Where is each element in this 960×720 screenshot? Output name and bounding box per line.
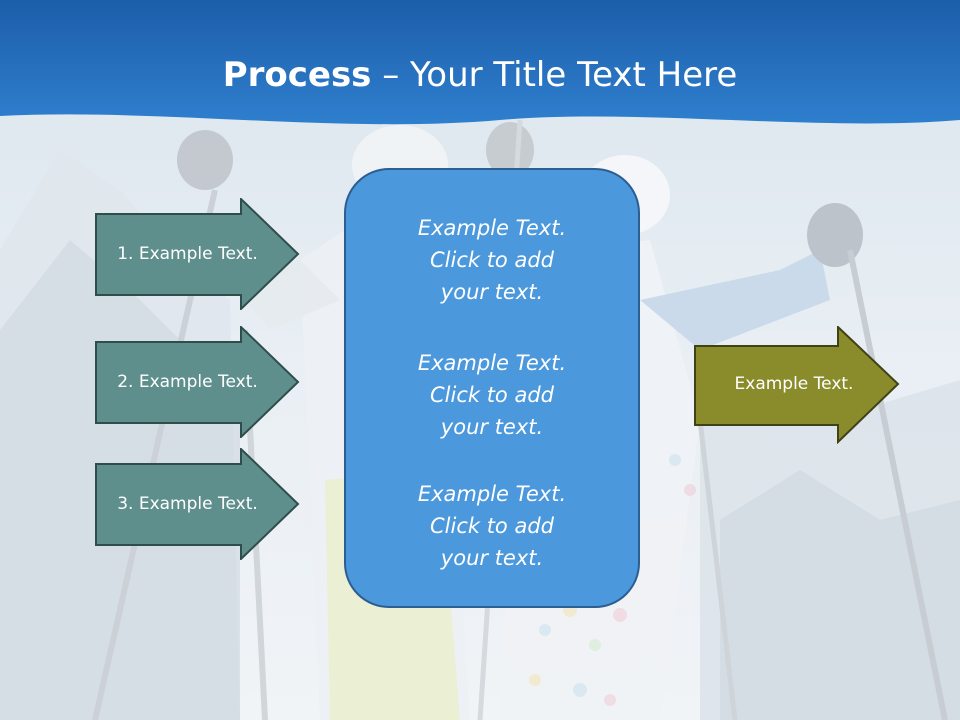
arrow-shape [694,326,900,444]
panel-line: your text. [440,546,544,570]
header-band [0,0,960,125]
skier-right-arm [640,250,830,350]
panel-line: Example Text. [417,351,567,375]
mountain-right-shadow [720,470,960,720]
title-rest: – Your Title Text Here [371,55,738,95]
glove-left [177,130,233,190]
panel-line: Click to add [429,248,554,272]
panel-shape [344,168,640,608]
panel-line: your text. [440,415,544,439]
arrow-shape [95,448,300,560]
arrow-label: 1. Example Text. [117,244,258,264]
panel-block-1: Example Text. Click to add your text. [344,212,640,308]
arrow-shape [95,326,300,438]
arrow-label: 2. Example Text. [117,372,258,392]
arrow-shape [95,198,300,310]
arrow-label: Example Text. [734,374,854,394]
panel-line: Example Text. [417,216,567,240]
left-arrow-3: 3. Example Text. [95,448,300,560]
center-text-panel: Example Text. Click to add your text. Ex… [344,168,640,608]
slide-title: Process – Your Title Text Here [0,52,960,98]
glove-center [486,122,534,178]
ski-pole-5 [697,419,738,720]
ski-pole-4 [847,249,948,720]
title-bold: Process [222,55,372,95]
right-arrow: Example Text. [694,326,900,444]
left-arrow-2: 2. Example Text. [95,326,300,438]
panel-block-2: Example Text. Click to add your text. [344,347,640,443]
left-arrow-1: 1. Example Text. [95,198,300,310]
panel-line: your text. [440,280,544,304]
panel-line: Example Text. [417,482,567,506]
panel-line: Click to add [429,514,554,538]
panel-block-3: Example Text. Click to add your text. [344,478,640,574]
arrow-label: 3. Example Text. [117,494,258,514]
panel-line: Click to add [429,383,554,407]
